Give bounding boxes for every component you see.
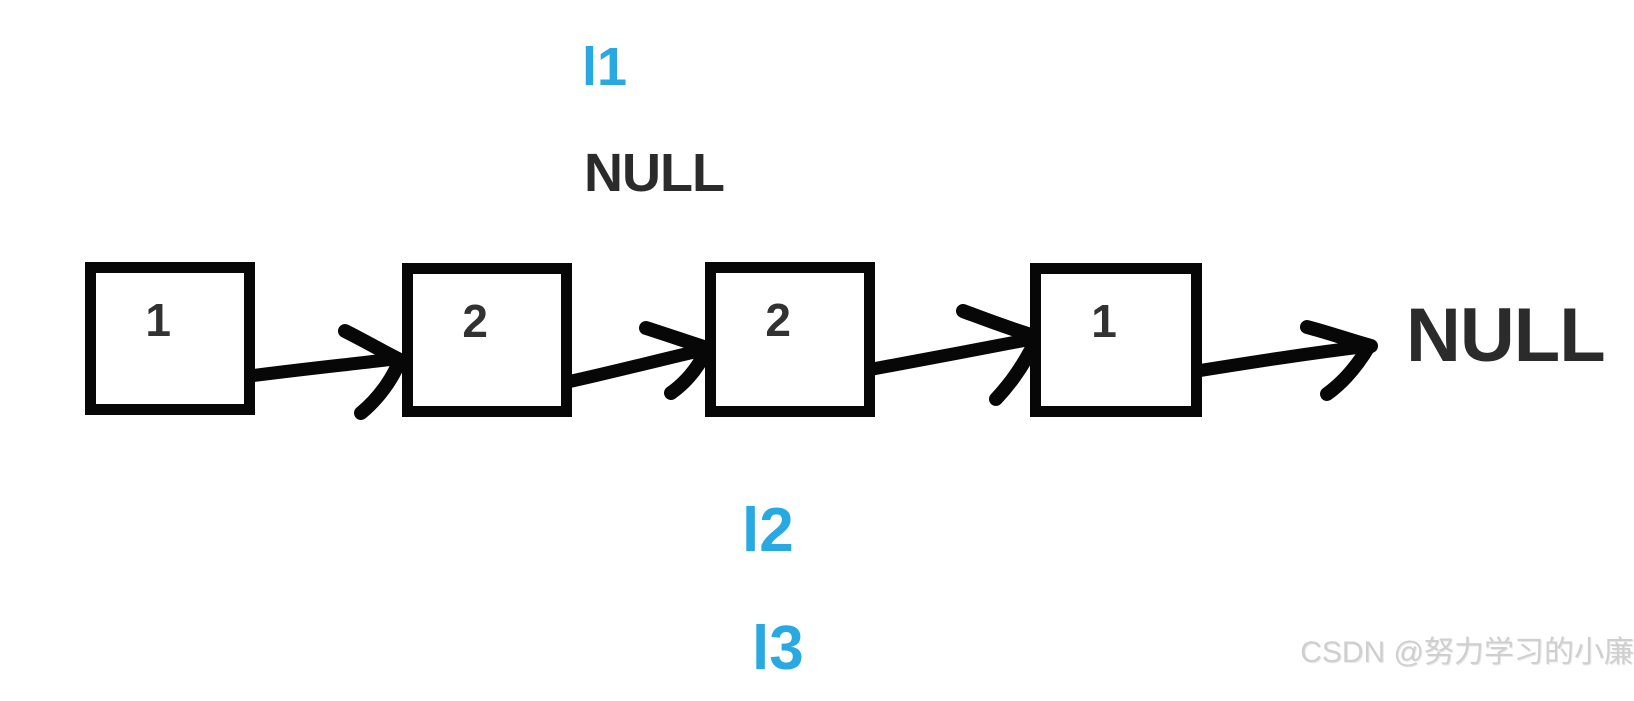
list-pointer-label-l2: l2 xyxy=(742,496,794,565)
node-value: 1 xyxy=(145,294,171,346)
arrow-1-head-lower-barb xyxy=(354,353,407,420)
list-node-2: 2 xyxy=(402,263,572,417)
arrow-1-head-upper-barb xyxy=(338,324,407,367)
arrow-4-head-upper-barb xyxy=(1300,320,1378,353)
null-label-top: NULL xyxy=(584,143,725,203)
arrow-4-head-lower-barb xyxy=(1320,339,1376,401)
arrow-2-head-upper-barb xyxy=(639,321,717,356)
node-value: 1 xyxy=(1091,295,1117,347)
arrow-2-head-lower-barb xyxy=(664,342,714,400)
list-node-1: 1 xyxy=(85,262,255,415)
list-node-4: 1 xyxy=(1030,263,1202,417)
list-pointer-label-l3: l3 xyxy=(752,614,804,683)
list-node-3: 2 xyxy=(705,262,875,417)
watermark: CSDN @努力学习的小廉 xyxy=(1300,636,1634,669)
list-pointer-label-l1: l1 xyxy=(582,37,628,97)
null-label-end: NULL xyxy=(1406,293,1606,378)
arrow-4-shaft xyxy=(1171,339,1376,381)
node-value: 2 xyxy=(765,294,791,346)
node-value: 2 xyxy=(462,295,488,347)
